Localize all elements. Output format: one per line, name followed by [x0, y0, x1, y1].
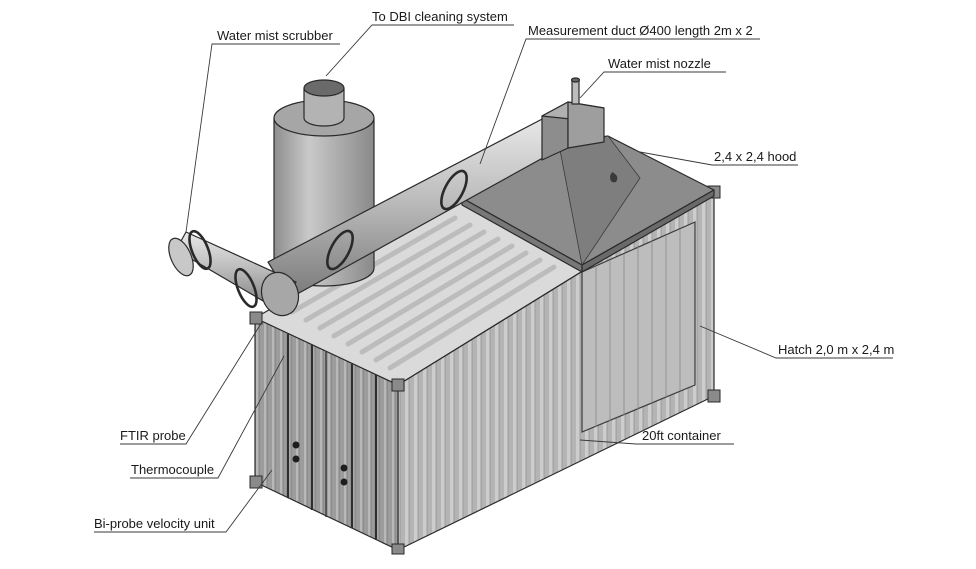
scrubber-outlet-top [303, 79, 345, 97]
door-handles [292, 441, 348, 486]
hood-hook [610, 172, 618, 183]
leader-hatch [699, 325, 893, 359]
label-hatch: Hatch 2,0 m x 2,4 m [778, 342, 894, 357]
label-biprobe: Bi-probe velocity unit [94, 516, 215, 531]
label-nozzle: Water mist nozzle [608, 56, 711, 71]
label-thermo: Thermocouple [131, 462, 214, 477]
nozzle-box-side [567, 101, 605, 149]
label-duct: Measurement duct Ø400 length 2m x 2 [528, 23, 753, 38]
label-dbi: To DBI cleaning system [372, 9, 508, 24]
duct-elbow [260, 271, 300, 317]
leader-container [579, 439, 734, 445]
label-ftir: FTIR probe [120, 428, 186, 443]
mist-nozzle [571, 79, 580, 105]
scrubber-outlet [303, 87, 345, 127]
leader-thermo [130, 355, 285, 479]
leader-lines [94, 24, 893, 533]
mist-nozzle-cap [570, 77, 581, 83]
duct-flanges [188, 169, 468, 309]
leader-ftir [120, 321, 263, 445]
measurement-duct [168, 77, 605, 317]
roof-corrugations [289, 215, 557, 371]
duct-short-end [168, 237, 194, 277]
leader-nozzle [579, 71, 726, 99]
label-hood: 2,4 x 2,4 hood [714, 149, 796, 164]
leader-duct [479, 38, 760, 165]
label-container: 20ft container [642, 428, 721, 443]
callout-labels: To DBI cleaning system Measurement duct … [94, 9, 894, 531]
leader-hood [639, 151, 798, 166]
hatch-ribs [595, 229, 681, 427]
container [249, 185, 721, 555]
hood [461, 135, 715, 273]
label-scrubber: Water mist scrubber [217, 28, 333, 43]
leader-dbi [325, 24, 514, 77]
leader-scrubber [185, 43, 340, 233]
leader-biprobe [94, 469, 273, 533]
door-lock-bars [286, 334, 378, 540]
